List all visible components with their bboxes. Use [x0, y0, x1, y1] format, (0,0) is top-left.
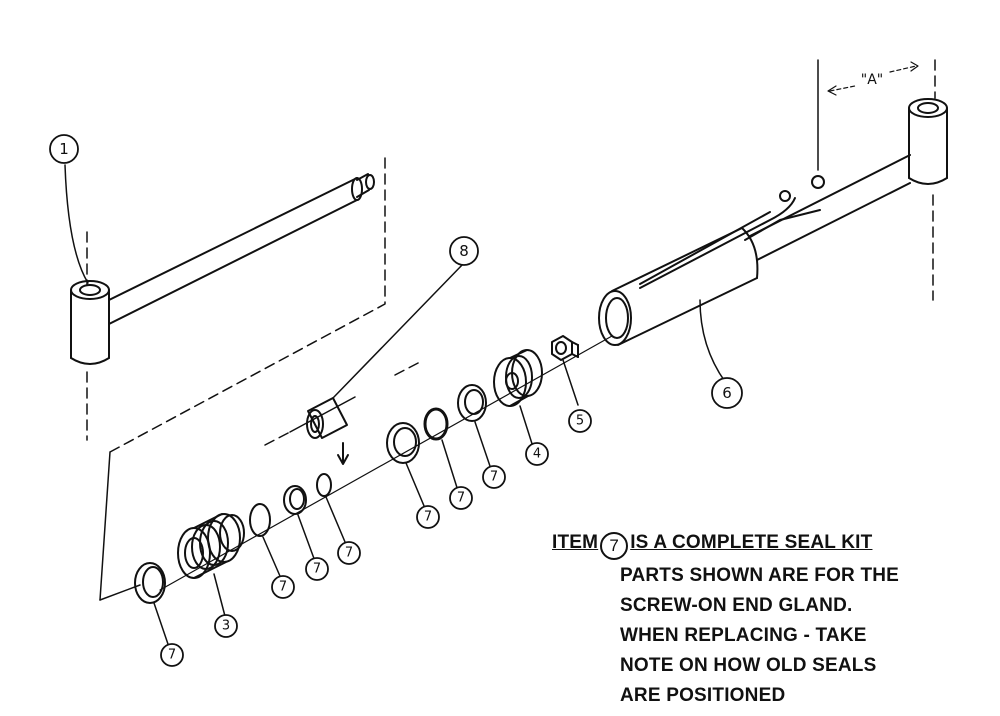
seal-rings-part-7	[134, 384, 487, 604]
end-gland-part-3	[177, 513, 245, 579]
assembly-guide-lines	[99, 157, 613, 601]
bushing-part-8	[306, 397, 349, 465]
note-line-5: NOTE ON HOW OLD SEALS	[620, 655, 877, 676]
note-heading-text: IS A COMPLETE SEAL KIT	[630, 532, 873, 553]
note-line-6: ARE POSITIONED	[620, 685, 786, 706]
note-line-4: WHEN REPLACING - TAKE	[620, 625, 867, 646]
piston-rod-part	[70, 173, 375, 441]
callout-5: 5	[576, 414, 584, 429]
callout-7: 7	[279, 580, 287, 595]
note-line-2: PARTS SHOWN ARE FOR THE	[620, 565, 900, 586]
callout-6: 6	[722, 384, 732, 402]
callout-7: 7	[490, 470, 498, 485]
callout-3: 3	[222, 619, 230, 634]
callout-7: 7	[168, 648, 176, 663]
dimension-label: "A"	[861, 72, 883, 88]
note-prefix: ITEM	[552, 532, 599, 553]
item-number-badge: 7	[600, 532, 629, 560]
callout-7: 7	[345, 546, 353, 561]
note-line-3: SCREW-ON END GLAND.	[620, 595, 853, 616]
lock-nut-part-5	[551, 335, 579, 361]
callout-7: 7	[457, 491, 465, 506]
callout-7: 7	[424, 510, 432, 525]
piston-part-4	[493, 349, 543, 407]
callout-8: 8	[459, 242, 469, 260]
callout-1: 1	[59, 140, 69, 158]
callout-4: 4	[533, 447, 541, 462]
callout-7: 7	[313, 562, 321, 577]
cylinder-barrel-part-6	[598, 59, 948, 346]
